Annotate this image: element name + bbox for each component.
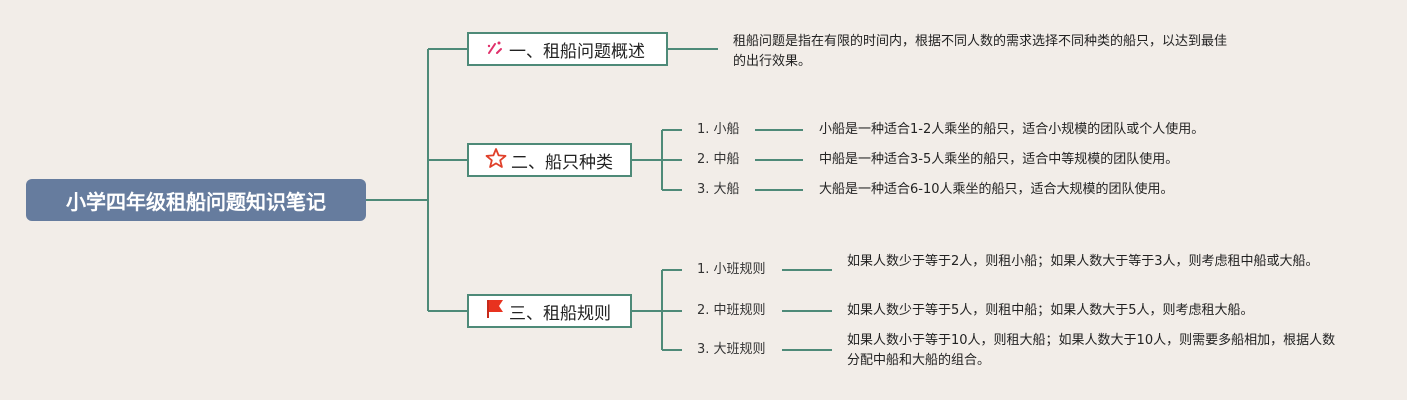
boat-type-label[interactable]: 1. 小船 bbox=[697, 122, 740, 137]
root-title: 小学四年级租船问题知识笔记 bbox=[66, 189, 326, 214]
star-icon bbox=[485, 147, 507, 174]
sparkle-icon bbox=[485, 38, 505, 61]
rule-label[interactable]: 1. 小班规则 bbox=[697, 262, 766, 277]
rule-label[interactable]: 3. 大班规则 bbox=[697, 342, 766, 357]
topic-boat-types[interactable]: 二、船只种类 bbox=[467, 143, 632, 177]
topic-label: 一、租船问题概述 bbox=[509, 41, 645, 62]
overview-description: 租船问题是指在有限的时间内，根据不同人数的需求选择不同种类的船只，以达到最佳的出… bbox=[733, 34, 1228, 69]
rule-label[interactable]: 2. 中班规则 bbox=[697, 303, 766, 318]
boat-type-label[interactable]: 3. 大船 bbox=[697, 182, 740, 197]
topic-label: 二、船只种类 bbox=[511, 152, 613, 173]
topic-overview[interactable]: 一、租船问题概述 bbox=[467, 32, 668, 66]
topic-label: 三、租船规则 bbox=[509, 303, 611, 324]
boat-type-description: 中船是一种适合3-5人乘坐的船只，适合中等规模的团队使用。 bbox=[819, 152, 1179, 167]
rule-description: 如果人数少于等于5人，则租中船；如果人数大于5人，则考虑租大船。 bbox=[847, 303, 1254, 318]
boat-type-label[interactable]: 2. 中船 bbox=[697, 152, 740, 167]
boat-type-description: 大船是一种适合6-10人乘坐的船只，适合大规模的团队使用。 bbox=[819, 182, 1174, 197]
rule-description: 如果人数小于等于10人，则租大船；如果人数大于10人，则需要多船相加，根据人数分… bbox=[847, 333, 1336, 368]
boat-type-description: 小船是一种适合1-2人乘坐的船只，适合小规模的团队或个人使用。 bbox=[819, 122, 1205, 137]
root-topic[interactable]: 小学四年级租船问题知识笔记 bbox=[26, 179, 366, 221]
topic-rental-rules[interactable]: 三、租船规则 bbox=[467, 294, 632, 328]
flag-icon bbox=[485, 298, 505, 325]
rule-description: 如果人数少于等于2人，则租小船；如果人数大于等于3人，则考虑租中船或大船。 bbox=[847, 254, 1319, 269]
